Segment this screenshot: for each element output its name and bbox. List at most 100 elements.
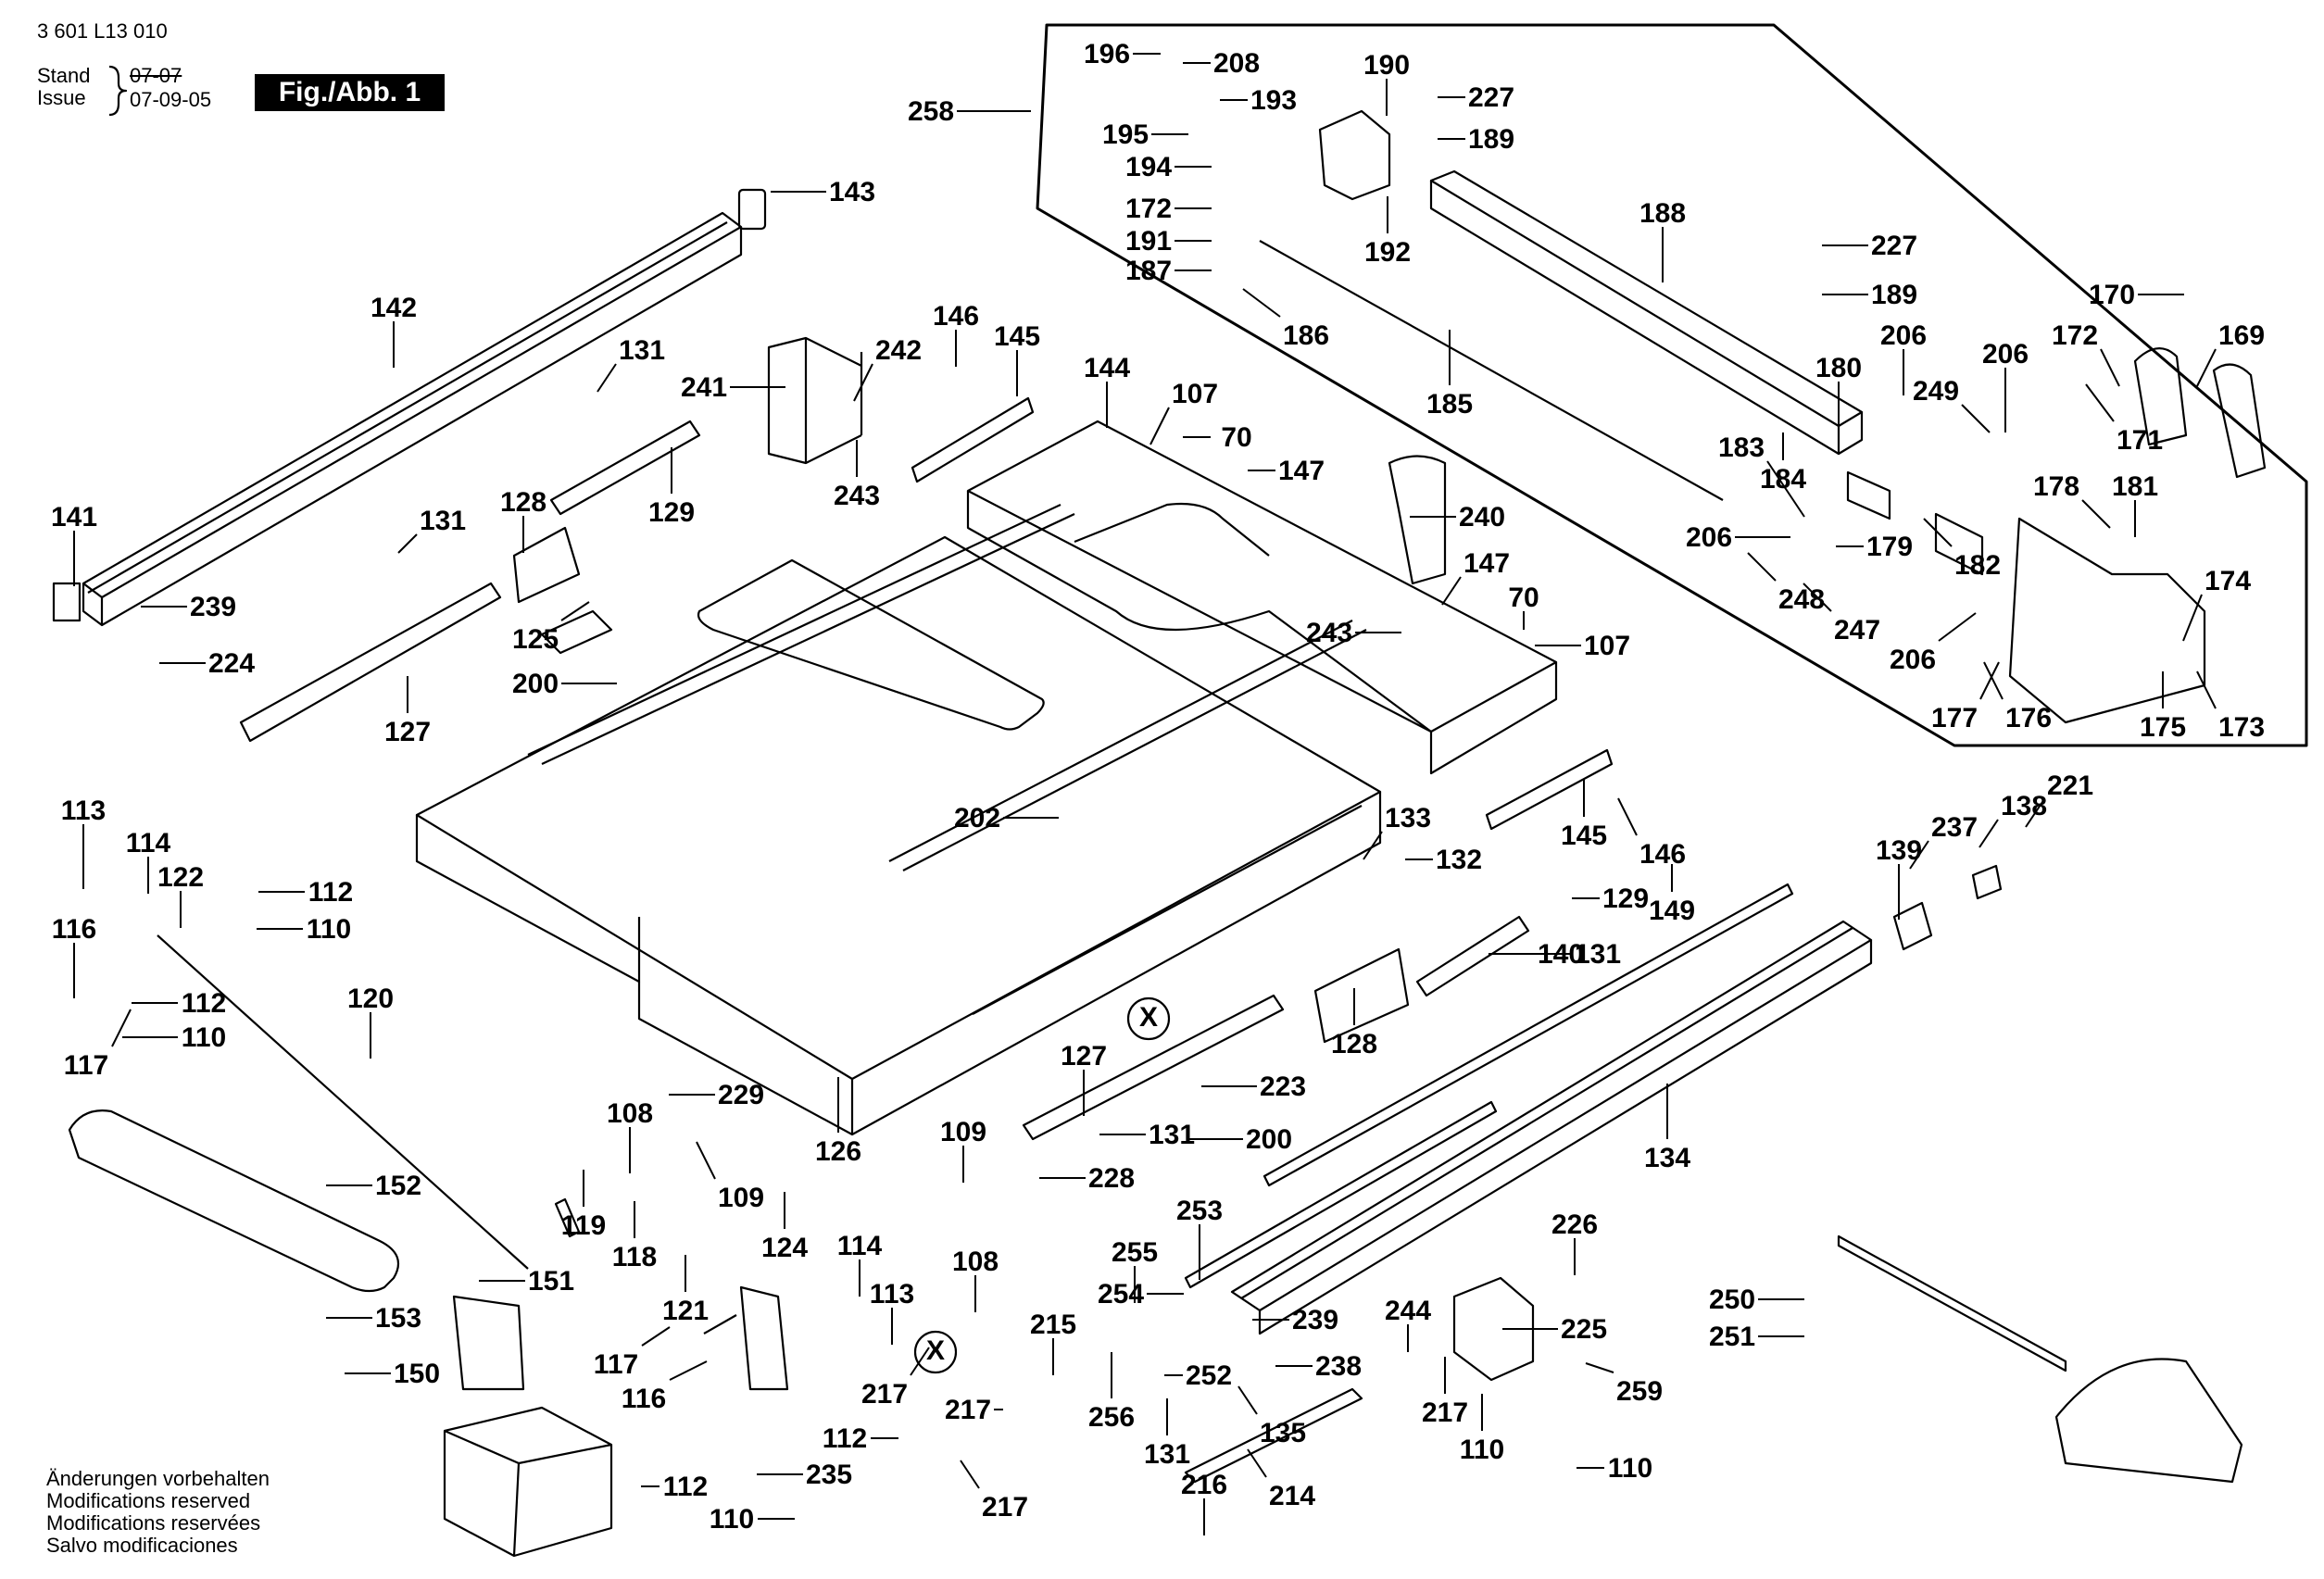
issue-label: Issue xyxy=(37,86,86,109)
callout-241: 241 xyxy=(681,372,727,403)
callout-131: 131 xyxy=(619,335,665,366)
callout-114: 114 xyxy=(837,1231,883,1261)
knob-225 xyxy=(1452,1276,1535,1382)
leader-line-169 xyxy=(2196,348,2217,387)
callout-172: 172 xyxy=(1125,194,1172,224)
callout-143: 143 xyxy=(829,177,875,207)
issue-date: 07-09-05 xyxy=(130,88,212,111)
callout-258: 258 xyxy=(908,96,954,127)
callout-128: 128 xyxy=(1331,1029,1377,1059)
callout-180: 180 xyxy=(1815,353,1862,383)
figure-label: Fig./Abb. 1 xyxy=(255,74,445,111)
callout-108: 108 xyxy=(607,1098,653,1129)
end-cap-141 xyxy=(52,582,82,622)
callout-145: 145 xyxy=(994,321,1040,352)
plate-125 xyxy=(540,609,613,655)
callout-122: 122 xyxy=(157,862,204,893)
callout-175: 175 xyxy=(2140,712,2186,743)
callout-141: 141 xyxy=(51,502,97,533)
callout-138: 138 xyxy=(2001,791,2047,821)
callout-227: 227 xyxy=(1468,82,1514,113)
callout-194: 194 xyxy=(1125,152,1172,182)
callout-114: 114 xyxy=(126,828,171,858)
leader-line-117 xyxy=(641,1326,671,1347)
callout-259: 259 xyxy=(1616,1376,1663,1407)
callout-195: 195 xyxy=(1102,119,1149,150)
callout-237: 237 xyxy=(1931,812,1978,843)
callout-235: 235 xyxy=(806,1460,852,1490)
plate-145-right xyxy=(1485,748,1614,831)
callout-224: 224 xyxy=(208,648,255,679)
stand-date: 07-07 xyxy=(130,64,182,87)
callout-238: 238 xyxy=(1315,1351,1362,1382)
callout-240: 240 xyxy=(1459,502,1505,533)
callout-170: 170 xyxy=(2089,280,2135,310)
callout-139: 139 xyxy=(1876,835,1922,866)
leader-line-247 xyxy=(1803,583,1832,612)
leader-line-178 xyxy=(2081,499,2111,529)
leader-line-173 xyxy=(2196,670,2217,709)
callout-226: 226 xyxy=(1551,1209,1598,1240)
plate-128 xyxy=(512,526,581,604)
callout-253: 253 xyxy=(1176,1196,1223,1226)
callout-256: 256 xyxy=(1088,1402,1135,1433)
marker-label-x: X xyxy=(1139,1002,1158,1033)
leader-line-117 xyxy=(111,1009,132,1047)
callout-214: 214 xyxy=(1269,1481,1315,1511)
end-cap-143 xyxy=(737,188,767,231)
fence-188 xyxy=(1429,169,1864,456)
leader-line-214 xyxy=(1247,1448,1267,1478)
callout-118: 118 xyxy=(612,1242,657,1272)
callout-178: 178 xyxy=(2033,471,2079,502)
callout-107: 107 xyxy=(1584,631,1630,661)
callout-200: 200 xyxy=(1246,1124,1292,1155)
callout-217: 217 xyxy=(861,1379,908,1410)
clips-180-184 xyxy=(1846,470,1984,576)
fence-inset-box xyxy=(1036,23,2308,747)
callout-108: 108 xyxy=(952,1247,999,1277)
callout-110: 110 xyxy=(710,1504,754,1535)
callout-126: 126 xyxy=(815,1136,861,1167)
cap-139 xyxy=(1892,901,1933,951)
callout-144: 144 xyxy=(1084,353,1130,383)
leader-line-131 xyxy=(397,533,418,554)
callout-189: 189 xyxy=(1871,280,1917,310)
callout-193: 193 xyxy=(1250,85,1297,116)
note-de: Änderungen vorbehalten xyxy=(46,1467,270,1490)
note-fr: Modifications reservées xyxy=(46,1511,261,1535)
clamp-190 xyxy=(1318,109,1391,201)
callout-125: 125 xyxy=(512,624,559,655)
base-176 xyxy=(2008,517,2206,724)
callout-171: 171 xyxy=(2117,425,2163,456)
callout-206: 206 xyxy=(1686,522,1732,553)
callout-243: 243 xyxy=(1306,618,1352,648)
leader-line-177 xyxy=(1979,661,2000,700)
crank-124 xyxy=(703,1285,789,1391)
section-markers: XX xyxy=(926,1002,1158,1366)
callout-113: 113 xyxy=(61,796,106,826)
callout-152: 152 xyxy=(375,1171,421,1201)
date-brace xyxy=(108,65,128,117)
leader-line-242 xyxy=(853,363,873,402)
callout-131: 131 xyxy=(1149,1120,1195,1150)
callout-121: 121 xyxy=(662,1296,709,1326)
callout-129: 129 xyxy=(648,497,695,528)
callout-206: 206 xyxy=(1890,645,1936,675)
callout-110: 110 xyxy=(182,1022,226,1053)
callout-146: 146 xyxy=(1639,839,1686,870)
marker-x-1 xyxy=(1126,996,1171,1041)
callout-247: 247 xyxy=(1834,615,1880,645)
callout-254: 254 xyxy=(1098,1279,1144,1310)
leader-line-183 xyxy=(1766,460,1805,518)
callout-185: 185 xyxy=(1426,389,1473,420)
callout-250: 250 xyxy=(1709,1285,1755,1315)
scale-149 xyxy=(1262,883,1794,1187)
callout-116: 116 xyxy=(622,1384,666,1414)
callout-208: 208 xyxy=(1213,48,1260,79)
callout-251: 251 xyxy=(1709,1322,1755,1352)
arm-129 xyxy=(549,420,701,516)
callout-244: 244 xyxy=(1385,1296,1431,1326)
strip-253 xyxy=(1184,1100,1498,1289)
callout-217: 217 xyxy=(945,1395,991,1425)
callout-150: 150 xyxy=(394,1359,440,1389)
